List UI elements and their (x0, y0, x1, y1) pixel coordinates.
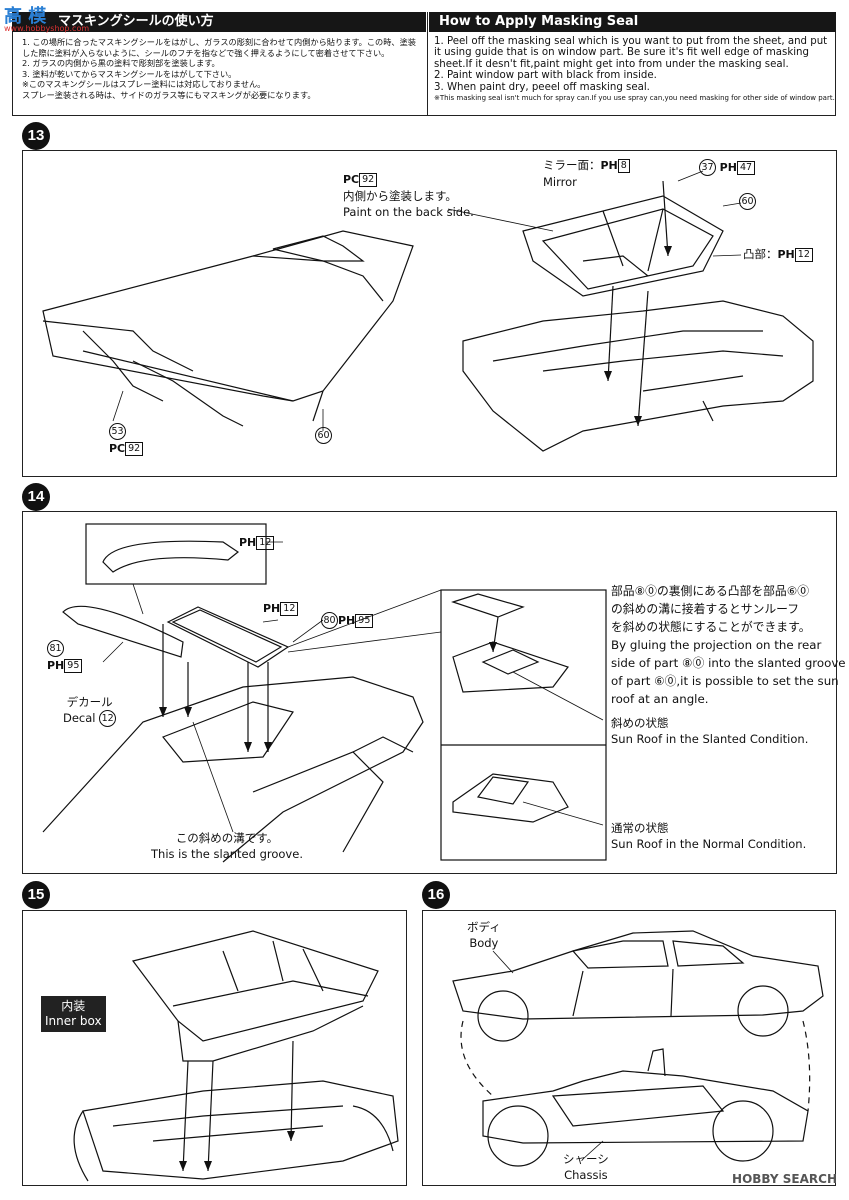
instructions-en: 1. Peel off the masking seal which is yo… (434, 36, 835, 104)
s15-inner-tag: 内装 Inner box (41, 996, 106, 1032)
s13-convex-num: 12 (794, 247, 813, 262)
watermark-url: www.hobbyshop.com (4, 24, 90, 33)
s14-decal-label: デカール Decal 12 (63, 694, 117, 727)
s13-mirror-ph: PH (600, 159, 618, 172)
step-13-badge: 13 (22, 122, 50, 150)
s14-slanted-jp: 斜めの状態 (611, 716, 669, 730)
s13-part60: 60 (739, 193, 756, 210)
s16-body-jp: ボディ (467, 920, 501, 934)
step-15-badge: 15 (22, 881, 50, 909)
s15-inner-jp: 内装 (61, 999, 86, 1013)
en-line: ※This masking seal isn't much for spray … (434, 94, 835, 103)
s14-slanted-label: 斜めの状態 Sun Roof in the Slanted Condition. (611, 715, 808, 747)
step-15-panel: 内装 Inner box (22, 910, 407, 1186)
step-15-drawing (73, 930, 399, 1182)
s13-part37-ph: PH (719, 161, 737, 174)
s13-mirror-num: 8 (617, 158, 630, 173)
s13-convex-ph: PH (777, 248, 795, 261)
s13-paint-jp: 内側から塗装します。 (343, 189, 457, 203)
s14-ph95b: 95 (64, 658, 83, 673)
header-jp-bar: マスキングシールの使い方 (12, 12, 426, 32)
en-line: sheet.If it desn't fit,paint might get i… (434, 58, 789, 70)
jp-line: 1. この場所に合ったマスキングシールをはがし、ガラスの彫刻に合わせて内側から貼… (22, 37, 416, 47)
s14-ph12b-num: 12 (280, 601, 299, 616)
s13-paint-en: Paint on the back side. (343, 205, 474, 219)
jp-line: ※このマスキングシールはスプレー塗料には対応しておりません。 (22, 79, 266, 90)
s13-convex-jp: 凸部： (743, 247, 778, 261)
watermark-logo: 高 模 (4, 6, 47, 27)
jp-line: 3. 塗料が乾いてからマスキングシールをはがして下さい。 (22, 68, 237, 79)
jp-line: 2. ガラスの内側から黒の塗料で彫刻部を塗装します。 (22, 58, 220, 69)
header-divider (427, 12, 428, 116)
en-line: 1. Peel off the masking seal which is yo… (434, 36, 828, 47)
s14-ph95: 95 (355, 613, 374, 628)
s13-mirror-en: Mirror (543, 175, 577, 189)
s14-normal-en: Sun Roof in the Normal Condition. (611, 837, 807, 851)
instructions-jp: 1. この場所に合ったマスキングシールをはがし、ガラスの彫刻に合わせて内側から貼… (22, 37, 424, 101)
s13-pc-code: PC (343, 173, 360, 186)
s16-chassis-jp: シャーシ (563, 1152, 609, 1166)
en-line: 3. When paint dry, peeel off masking sea… (434, 81, 650, 93)
step-14-drawing (42, 523, 607, 863)
step-14-badge: 14 (22, 483, 50, 511)
step-16-drawing (452, 930, 824, 1167)
s14-normal-label: 通常の状態 Sun Roof in the Normal Condition. (611, 820, 806, 852)
s14-description: 部品⑧⓪の裏側にある凸部を部品⑥⓪ の斜めの溝に接着するとサンルーフ を斜めの状… (611, 584, 846, 706)
s15-inner-en: Inner box (45, 1014, 102, 1028)
header-en-title: How to Apply Masking Seal (439, 14, 639, 29)
s14-decal-en: Decal (63, 711, 96, 725)
en-line: it using guide that is on window part. B… (434, 47, 809, 59)
s14-decal-num: 12 (99, 710, 117, 727)
s13-part53-pc: PC (109, 442, 126, 455)
s14-groove-jp: この斜めの溝です。 (175, 831, 279, 845)
s16-chassis-en: Chassis (564, 1168, 608, 1182)
s16-body-en: Body (469, 936, 499, 950)
jp-line: した際に塗料が入らないように、シールのフチを指などで強く押えるようにして密着させ… (22, 47, 390, 58)
s13-mirror-jp: ミラー面： (543, 158, 601, 172)
footer-brand: HOBBY SEARCH (732, 1172, 837, 1186)
step-16-panel: ボディ Body シャーシ Chassis (422, 910, 836, 1186)
s14-slanted-en: Sun Roof in the Slanted Condition. (611, 732, 809, 746)
s13-part37-ph-num: 47 (736, 160, 756, 175)
step-16-badge: 16 (422, 881, 450, 909)
s16-chassis-label: シャーシ Chassis (563, 1151, 609, 1183)
s14-normal-jp: 通常の状態 (611, 821, 669, 835)
s14-ph12a-num: 12 (256, 535, 275, 550)
header-frame (12, 32, 836, 116)
s14-groove-label: この斜めの溝です。 This is the slanted groove. (151, 830, 303, 862)
s16-body-label: ボディ Body (467, 919, 501, 951)
s14-groove-en: This is the slanted groove. (151, 847, 303, 861)
header-en-bar: How to Apply Masking Seal (429, 12, 836, 32)
s13-pc-num: 92 (359, 172, 378, 187)
s13-part37-num: 37 (699, 159, 716, 176)
en-line: 2. Paint window part with black from ins… (434, 70, 657, 82)
s13-part53-pc-num: 92 (125, 441, 144, 456)
s14-decal-jp: デカール (66, 695, 113, 709)
jp-line: スプレー塗装される時は、サイドのガラス等にもマスキングが必要になります。 (22, 89, 316, 100)
header-jp-title: マスキングシールの使い方 (58, 14, 214, 29)
s13-part60b: 60 (315, 427, 332, 444)
step-13-drawing (42, 170, 814, 452)
